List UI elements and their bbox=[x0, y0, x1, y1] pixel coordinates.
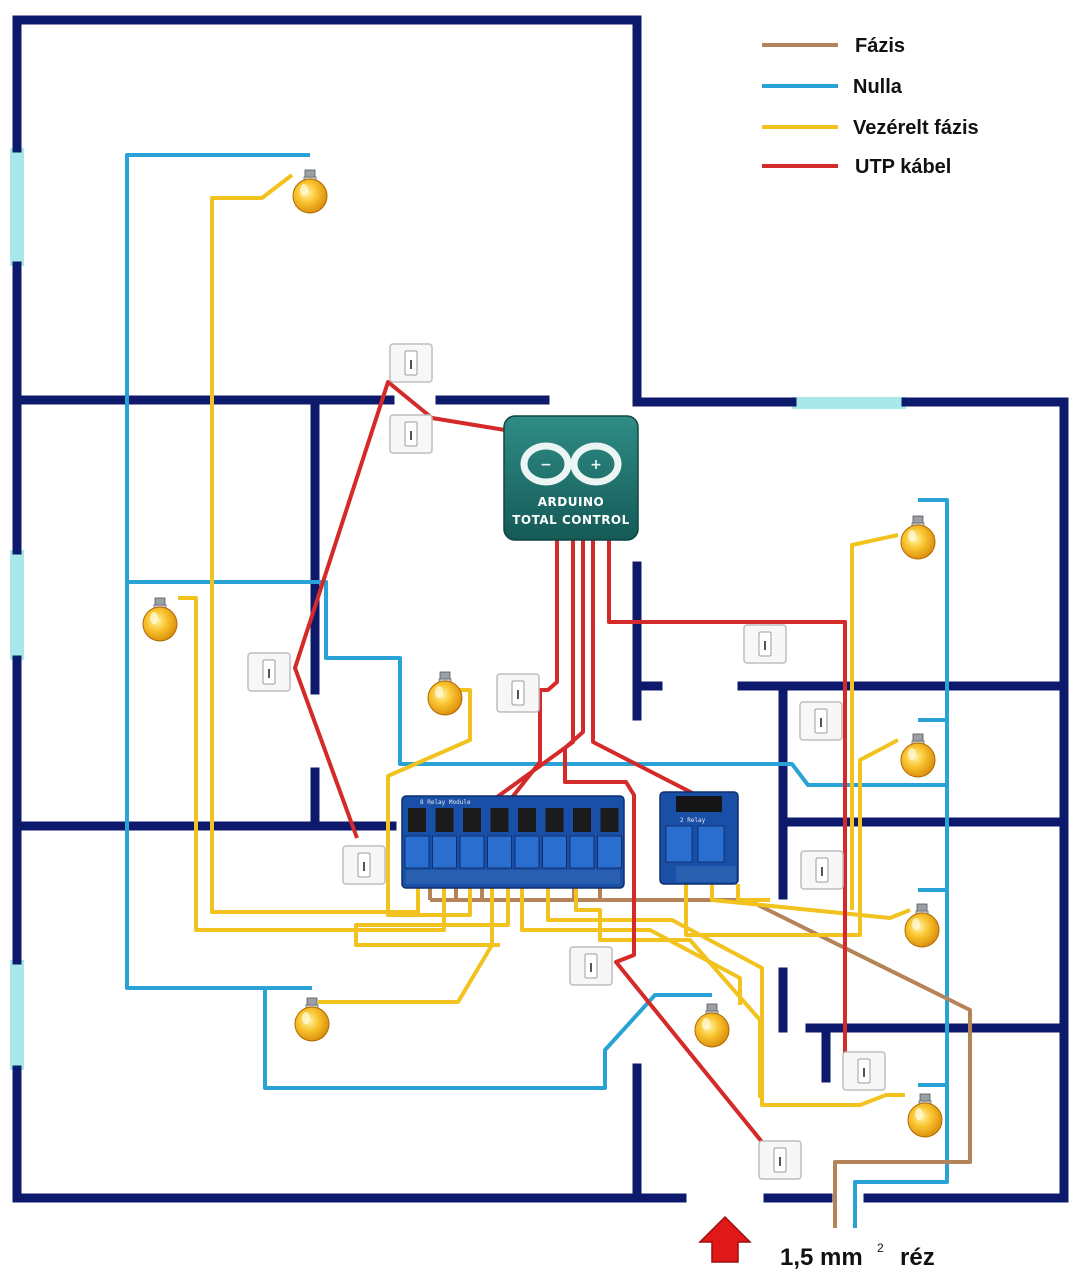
light-bulb-icon bbox=[907, 1093, 943, 1138]
legend-label-controlled-phase: Vezérelt fázis bbox=[853, 117, 979, 139]
cable-label: 1,5 mm 2 réz bbox=[780, 1241, 935, 1271]
relay-8ch-driver-4 bbox=[490, 808, 509, 832]
arduino-line-1: ARDUINO bbox=[538, 495, 604, 509]
arduino-total-control: − + ARDUINO TOTAL CONTROL bbox=[503, 415, 639, 541]
light-bulb-icon bbox=[142, 597, 178, 642]
relay-2ch-channel-2 bbox=[697, 825, 725, 863]
relay-8ch-caption: 8 Relay Module bbox=[420, 799, 471, 806]
relay-2ch-terminals bbox=[676, 866, 736, 882]
relay-8ch-channel-1 bbox=[404, 835, 430, 869]
cable-size: 1,5 mm bbox=[780, 1244, 863, 1271]
light-bulb-icon bbox=[292, 169, 328, 214]
relay-8ch-driver-2 bbox=[435, 808, 454, 832]
relay-2ch-caption: 2 Relay bbox=[680, 817, 706, 824]
relay-8ch-terminals bbox=[406, 870, 620, 884]
relay-module-8ch: 8 Relay Module bbox=[401, 795, 625, 889]
relay-8ch-channel-3 bbox=[459, 835, 485, 869]
legend-label-neutral: Nulla bbox=[853, 76, 903, 98]
arduino-infinity-logo bbox=[520, 442, 622, 486]
window-top-right bbox=[792, 397, 906, 409]
wall-switch-icon bbox=[389, 414, 433, 454]
relay-8ch-driver-6 bbox=[545, 808, 564, 832]
wall-switch-icon bbox=[743, 624, 787, 664]
light-bulb-icon bbox=[294, 997, 330, 1042]
relay-2ch-chip bbox=[676, 796, 722, 812]
relay-8ch-driver-3 bbox=[463, 808, 481, 832]
relay-module-2ch: 2 Relay bbox=[659, 791, 739, 885]
wall-switch-icon bbox=[496, 673, 540, 713]
light-bulb-icon bbox=[900, 733, 936, 778]
windows bbox=[10, 148, 906, 1070]
cable-material: réz bbox=[900, 1244, 935, 1271]
window-left-bottom bbox=[10, 960, 24, 1070]
wall-switch-icon bbox=[842, 1051, 886, 1091]
legend: Fázis Nulla Vezérelt fázis UTP kábel bbox=[762, 35, 979, 178]
relay-8ch-driver-1 bbox=[408, 808, 426, 832]
legend-label-utp: UTP kábel bbox=[855, 156, 951, 178]
relay-8ch-channel-7 bbox=[569, 835, 595, 869]
wall-switch-icon bbox=[389, 343, 433, 383]
wall-switch-icon bbox=[799, 701, 843, 741]
wall-switch-icon bbox=[800, 850, 844, 890]
relay-8ch-channels bbox=[404, 808, 622, 869]
relay-8ch-channel-4 bbox=[487, 835, 512, 869]
neutral-wires bbox=[125, 153, 949, 1228]
relay-8ch-channel-5 bbox=[514, 835, 540, 869]
walls bbox=[12, 15, 1069, 1203]
light-bulb-icon bbox=[900, 515, 936, 560]
wall-switch-icon bbox=[342, 845, 386, 885]
wall-switch-icon bbox=[569, 946, 613, 986]
relay-8ch-driver-8 bbox=[600, 808, 619, 832]
light-bulb-icon bbox=[427, 671, 463, 716]
entrance-arrow-icon bbox=[698, 1215, 752, 1263]
plus-sign: + bbox=[590, 457, 602, 473]
relay-8ch-driver-7 bbox=[573, 808, 591, 832]
relay-8ch-driver-5 bbox=[518, 808, 536, 832]
relay-8ch-terminal-block bbox=[406, 870, 620, 884]
window-left-middle bbox=[10, 550, 24, 660]
arduino-line-2: TOTAL CONTROL bbox=[512, 513, 630, 527]
wall-switch-icon bbox=[758, 1140, 802, 1180]
wall-switch-icon bbox=[247, 652, 291, 692]
controlled-phase-wires bbox=[178, 173, 911, 1107]
legend-label-phase: Fázis bbox=[855, 35, 905, 57]
relay-8ch-channel-2 bbox=[432, 835, 457, 869]
light-bulb-icon bbox=[694, 1003, 730, 1048]
relay-2ch-channel-1 bbox=[665, 825, 693, 863]
relay-8ch-channel-8 bbox=[597, 835, 622, 869]
cable-size-superscript: 2 bbox=[877, 1241, 884, 1255]
relay-8ch-channel-6 bbox=[542, 835, 567, 869]
minus-sign: − bbox=[540, 457, 552, 473]
window-left-top bbox=[10, 148, 24, 266]
